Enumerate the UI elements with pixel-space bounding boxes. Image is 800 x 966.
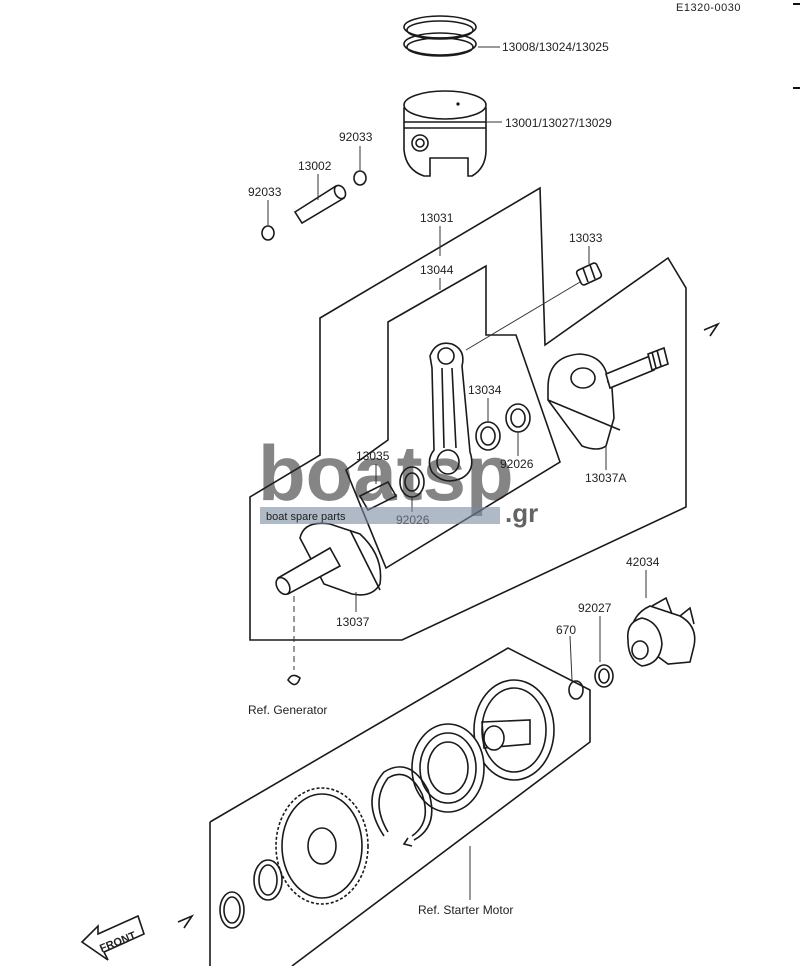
small-end-bearing — [575, 262, 603, 286]
label-coupling: 42034 — [626, 555, 660, 569]
leader-line — [465, 281, 581, 351]
one-way-clutch — [411, 723, 485, 813]
label-crank-pin: 13035 — [356, 449, 390, 463]
crank-half-right — [547, 346, 669, 450]
piston-pin — [293, 184, 347, 225]
connecting-rod — [428, 342, 473, 482]
spacer — [594, 664, 614, 688]
conrod-frame — [345, 264, 561, 570]
thrust-washer-left — [399, 466, 425, 498]
circlip-upper — [353, 170, 367, 186]
label-crankshaft-assy: 13031 — [420, 211, 454, 225]
washer-outer-inner — [258, 864, 278, 896]
label-crank-right: 13037A — [585, 471, 626, 485]
label-ref-generator: Ref. Generator — [248, 703, 327, 717]
watermark: boatsp boat spare parts .gr — [258, 429, 538, 528]
circlip-lower — [261, 225, 275, 241]
front-arrow-icon: FRONT — [80, 914, 145, 961]
watermark-tagline: boat spare parts — [266, 511, 346, 523]
watermark-brand: boatsp — [258, 429, 514, 517]
label-spacer: 92027 — [578, 601, 612, 615]
label-clip-upper: 92033 — [339, 130, 373, 144]
label-conrod: 13044 — [420, 263, 454, 277]
label-ref-starter: Ref. Starter Motor — [418, 903, 513, 917]
coupling — [626, 596, 696, 667]
snap-ring — [371, 766, 433, 841]
crank-half-left — [275, 522, 382, 596]
starter-clutch-frame — [209, 647, 591, 966]
label-oring: 670 — [556, 623, 576, 637]
label-rings: 13008/13024/13025 — [502, 40, 609, 54]
leader-line — [569, 635, 573, 681]
label-washer-right: 92026 — [500, 457, 534, 471]
label-bearing: 13033 — [569, 231, 603, 245]
label-clip-lower: 92033 — [248, 185, 282, 199]
washer-outer — [253, 859, 283, 901]
arrow-mark — [177, 914, 195, 929]
snap-ring-inner — [378, 773, 427, 837]
label-crank-left: 13037 — [336, 615, 370, 629]
snap-ring-tip — [402, 837, 413, 847]
woodruff-key — [287, 674, 301, 686]
starter-clutch-housing — [473, 679, 555, 781]
crankshaft-assembly-frame — [249, 186, 687, 641]
thrust-washer-right — [505, 403, 531, 433]
label-piston: 13001/13027/13029 — [505, 116, 612, 130]
washer-small-inner — [223, 896, 241, 924]
piston-rings — [403, 15, 477, 57]
watermark-tld: .gr — [505, 498, 538, 528]
arrow-mark — [703, 322, 721, 337]
label-pin: 13002 — [298, 159, 332, 173]
crank-pin — [358, 480, 398, 512]
starter-gear — [275, 787, 369, 905]
diagram-code: E1320-0030 — [676, 2, 741, 14]
piston — [403, 90, 487, 177]
washer-small — [219, 891, 245, 929]
o-ring — [568, 680, 584, 700]
label-needle-bearing: 13034 — [468, 383, 502, 397]
